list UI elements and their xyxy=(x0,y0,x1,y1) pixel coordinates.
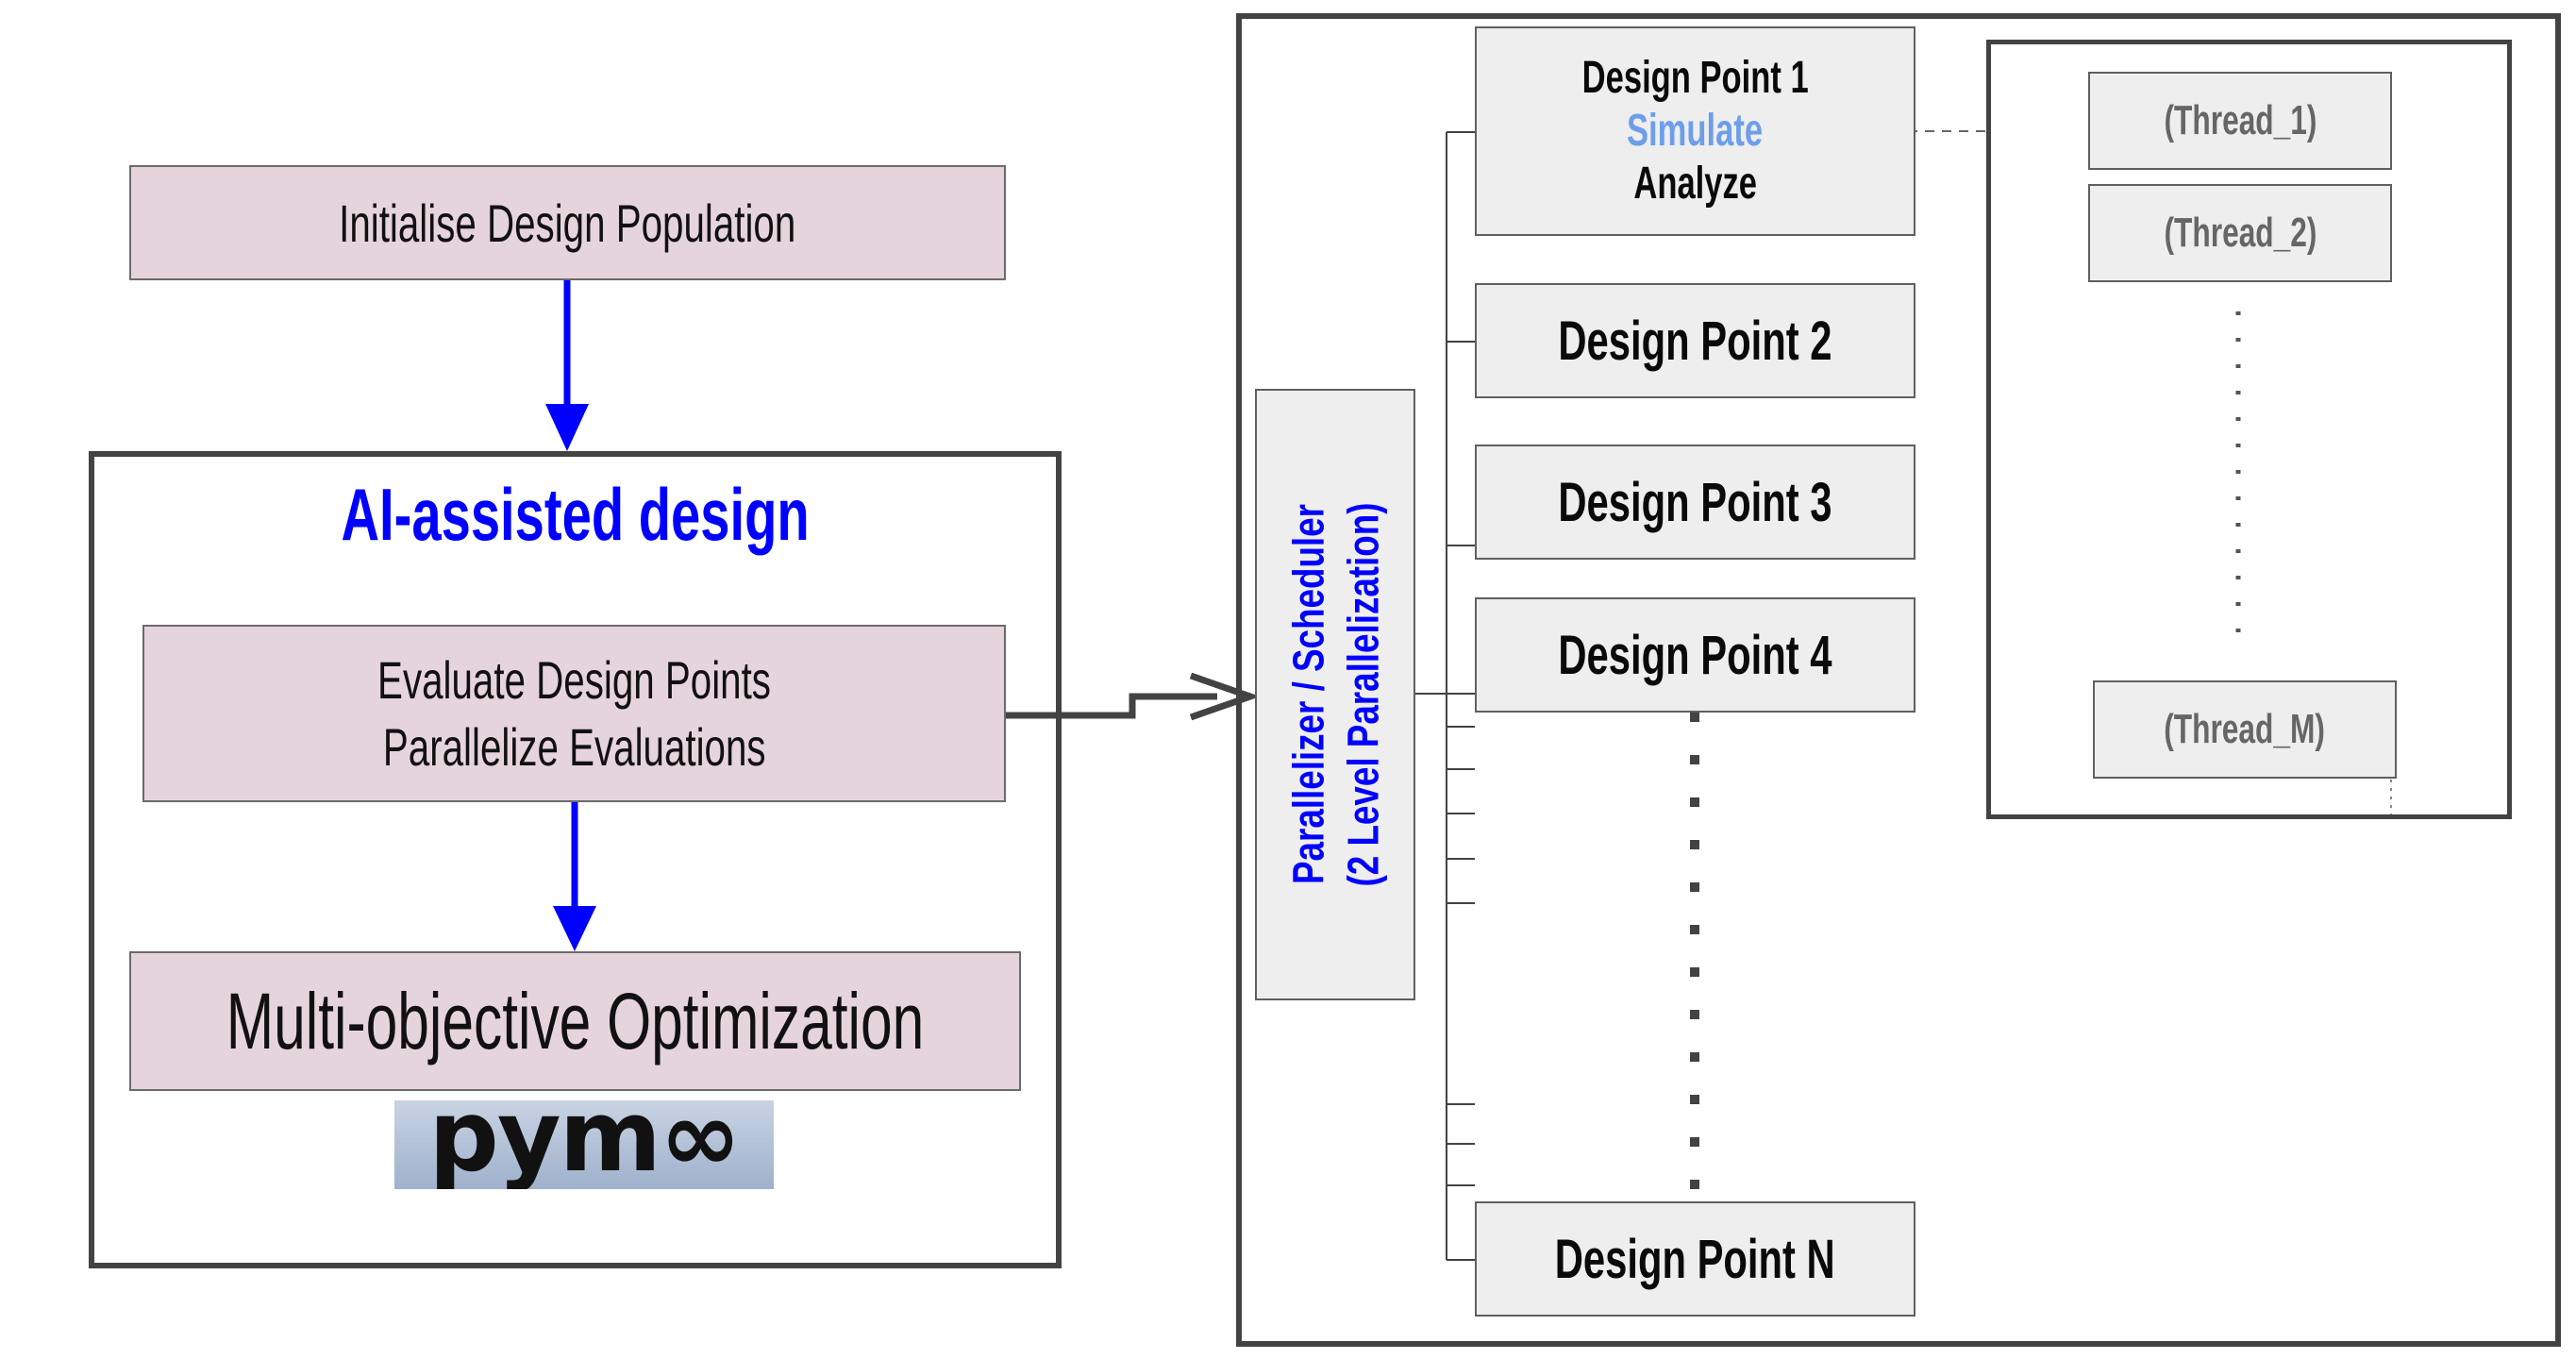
evaluate-design-points-box[interactable]: Evaluate Design Points Parallelize Evalu… xyxy=(142,625,1006,802)
design-point-n-box[interactable]: Design Point N xyxy=(1475,1201,1915,1317)
thread-2-label: (Thread_2) xyxy=(2164,210,2317,256)
scheduler-box[interactable]: Parallelizer / Scheduler (2 Level Parall… xyxy=(1255,389,1415,1000)
multi-objective-optimization-box[interactable]: Multi-objective Optimization xyxy=(129,951,1021,1091)
parallel-execution-frame xyxy=(1236,13,2561,1347)
threads-frame xyxy=(1986,40,2512,819)
thread-m-box[interactable]: (Thread_M) xyxy=(2093,680,2397,779)
ai-assisted-design-title-wrap: AI-assisted design xyxy=(89,467,1062,562)
design-point-1-simulate: Simulate xyxy=(1627,106,1764,156)
design-point-3-label: Design Point 3 xyxy=(1558,471,1832,533)
initialise-population-box[interactable]: Initialise Design Population xyxy=(129,165,1006,280)
design-point-4-label: Design Point 4 xyxy=(1558,624,1832,686)
design-point-n-label: Design Point N xyxy=(1555,1228,1835,1290)
evaluate-line-1: Evaluate Design Points xyxy=(377,650,771,710)
thread-1-box[interactable]: (Thread_1) xyxy=(2088,72,2392,170)
design-point-2-label: Design Point 2 xyxy=(1558,310,1832,372)
arrow-evaluate-to-scheduler xyxy=(1006,672,1261,721)
design-point-2-box[interactable]: Design Point 2 xyxy=(1475,283,1915,398)
ai-assisted-design-title: AI-assisted design xyxy=(341,472,810,556)
initialise-population-label: Initialise Design Population xyxy=(339,193,796,253)
thread-2-box[interactable]: (Thread_2) xyxy=(2088,184,2392,282)
scheduler-line-2: (2 Level Parallelization) xyxy=(1338,502,1387,887)
pymoo-logo: pym∞ xyxy=(394,1100,774,1189)
thread-m-label: (Thread_M) xyxy=(2164,706,2326,752)
pymoo-logo-text: pym∞ xyxy=(428,1100,741,1189)
design-point-1-box[interactable]: Design Point 1 Simulate Analyze xyxy=(1475,26,1915,236)
design-point-bracket xyxy=(1415,131,1478,1261)
scheduler-label: Parallelizer / Scheduler (2 Level Parall… xyxy=(1280,455,1390,935)
multi-objective-optimization-label: Multi-objective Optimization xyxy=(226,976,925,1065)
evaluate-line-2: Parallelize Evaluations xyxy=(382,717,766,777)
ai-assisted-design-frame xyxy=(89,451,1062,1268)
arrow-evaluate-to-moo xyxy=(553,802,596,951)
thread-1-label: (Thread_1) xyxy=(2164,97,2317,143)
design-point-3-box[interactable]: Design Point 3 xyxy=(1475,445,1915,560)
arrow-init-to-ai xyxy=(545,280,589,451)
design-point-1-title: Design Point 1 xyxy=(1581,53,1809,103)
design-point-1-analyze: Analyze xyxy=(1633,159,1757,209)
scheduler-line-1: Parallelizer / Scheduler xyxy=(1283,504,1332,885)
design-point-4-box[interactable]: Design Point 4 xyxy=(1475,597,1915,713)
